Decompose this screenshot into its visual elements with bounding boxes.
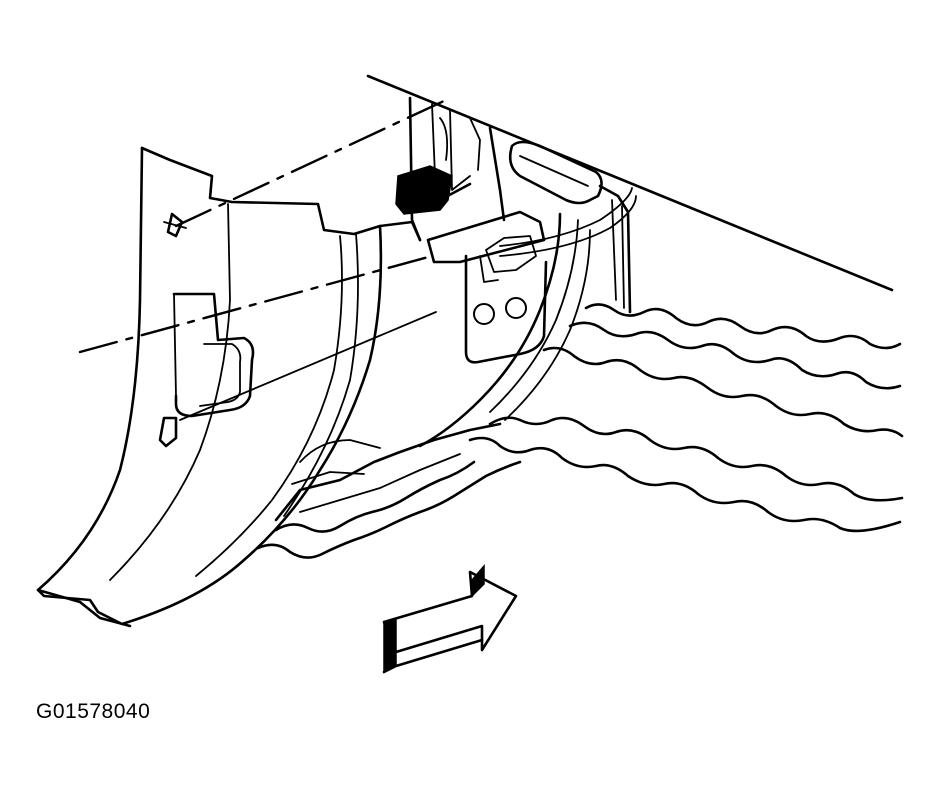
figure-id-label: G01578040: [36, 700, 151, 723]
upper-clip: [395, 165, 453, 215]
floor-carpet-break-lines: [256, 303, 904, 559]
body-edge-line: [366, 74, 894, 292]
striker-bolt-upper: [473, 303, 495, 325]
installation-guide-lines: [78, 98, 448, 421]
body-pillar-structure: [408, 96, 637, 448]
hollow-3d-arrow-icon: [382, 563, 518, 674]
push-pin-retainer-icon: [166, 212, 184, 238]
lower-retainer-icon: [158, 416, 178, 448]
door-striker-assembly: [395, 165, 548, 364]
striker-bolt-lower: [505, 297, 527, 319]
pillar-trim-panel: [36, 146, 502, 628]
